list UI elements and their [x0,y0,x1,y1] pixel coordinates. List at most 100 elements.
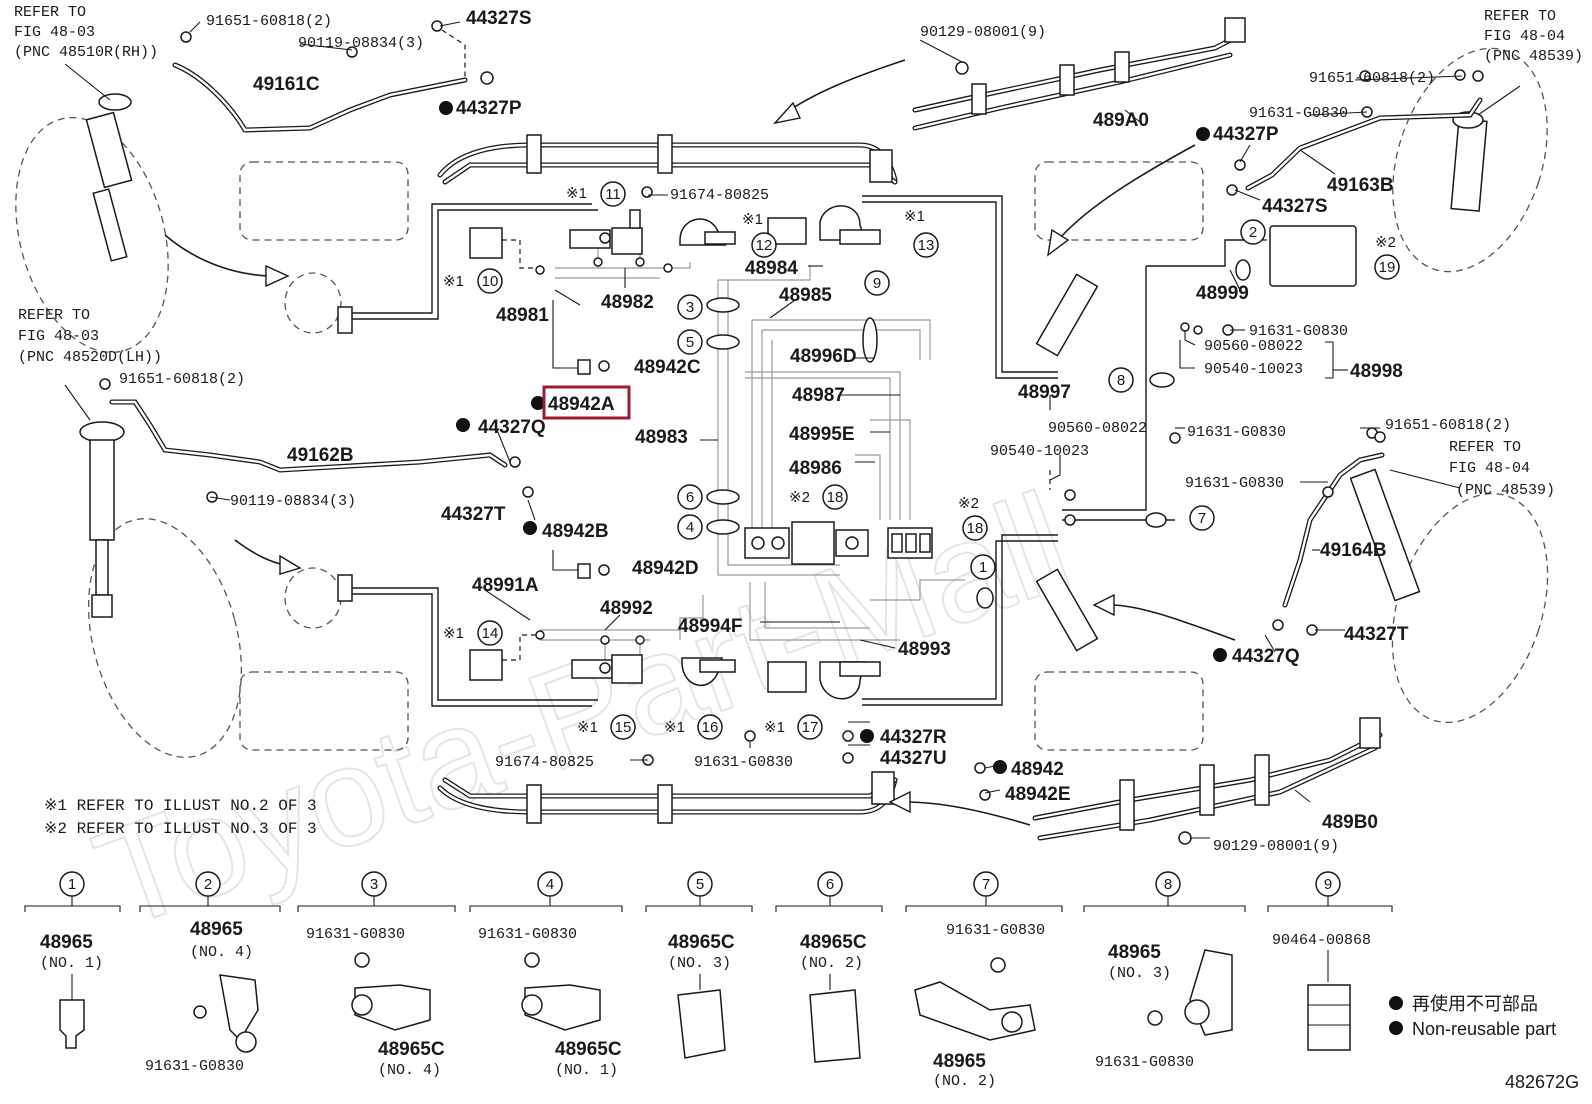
label-44327P-top: 44327P [456,98,522,119]
bottom-panel-7: 7 91631-G0830 48965 (NO. 2) [905,871,1063,1090]
svg-text:(PNC 48539): (PNC 48539) [1484,48,1583,65]
detail-oval-tr [1392,47,1548,273]
svg-text:REFER TO: REFER TO [1484,8,1556,25]
sensor-box-19 [1269,225,1357,287]
svg-text:FIG 48-03: FIG 48-03 [14,24,95,41]
svg-text:8: 8 [1117,372,1125,389]
svg-text:91631-G0830: 91631-G0830 [946,922,1045,939]
label-90129-08001-bottom: 90129-08001(9) [1213,838,1339,855]
svg-text:※1 REFER TO ILLUST NO.2 OF 3: ※1 REFER TO ILLUST NO.2 OF 3 [44,797,317,815]
detail-oval-tl [15,116,169,354]
non-reusable-dots [439,101,1227,774]
refer-block-top-left: REFER TO FIG 48-03 (PNC 48510R(RH)) [14,4,158,61]
svg-text:9: 9 [1324,876,1332,893]
svg-text:※1: ※1 [904,208,925,225]
svg-text:48965: 48965 [40,932,93,953]
link-489A0 [912,17,1246,131]
svg-text:(PNC 48510R(RH)): (PNC 48510R(RH)) [14,44,158,61]
svg-text:18: 18 [967,520,984,537]
label-48942C: 48942C [634,357,701,378]
body-outline-tr [1034,161,1204,241]
label-48986: 48986 [789,458,842,479]
link-489B0 [1032,717,1383,845]
svg-text:※1: ※1 [664,719,685,736]
label-49162B: 49162B [287,445,354,466]
svg-text:(NO. 4): (NO. 4) [190,944,253,961]
label-48992: 48992 [600,598,653,619]
label-48993: 48993 [898,639,951,660]
bottom-panel-6: 6 48965C (NO. 2) [775,871,883,1063]
leader-lines [64,21,1521,839]
svg-text:11: 11 [605,186,621,203]
shock-absorber-tl [85,93,133,262]
svg-text:91631-G0830: 91631-G0830 [145,1058,244,1075]
label-90540-10023-r: 90540-10023 [1204,361,1303,378]
callout-circles [477,181,1400,740]
label-44327U: 44327U [880,748,947,769]
label-90560-08022-c: 90560-08022 [1048,420,1147,437]
bolts [552,70,1484,801]
label-91674-80825-top: 91674-80825 [670,187,769,204]
hydraulic-pipes [352,195,1262,707]
label-48998: 48998 [1350,361,1403,382]
svg-text:16: 16 [702,719,719,736]
shock-absorber-tr [1450,111,1488,212]
legend: 再使用不可部品 Non-reusable part [1389,994,1556,1039]
label-44327R: 44327R [880,727,947,748]
part-labels: 91651-60818(2) 90119-08834(3) 44327S 491… [119,8,1511,855]
body-outline-bl [239,671,409,751]
svg-text:14: 14 [482,625,499,642]
svg-text:6: 6 [686,489,694,506]
svg-text:48965C: 48965C [555,1039,622,1060]
arrow-bottom-right [1092,593,1236,641]
label-48995E: 48995E [789,424,855,445]
svg-text:8: 8 [1164,876,1172,893]
shock-absorber-mid-right [1035,273,1099,652]
svg-text:7: 7 [982,876,990,893]
svg-text:6: 6 [826,876,834,893]
svg-text:(NO. 1): (NO. 1) [555,1062,618,1079]
svg-text:15: 15 [615,719,632,736]
label-91651-60818-tl: 91651-60818(2) [206,13,332,30]
svg-text:5: 5 [686,334,694,351]
frame-bottom-rail [437,771,898,824]
svg-text:(NO. 3): (NO. 3) [1108,965,1171,982]
label-44327T-left: 44327T [441,504,506,525]
arrow-top-center [773,59,906,125]
svg-text:再使用不可部品: 再使用不可部品 [1412,994,1538,1014]
svg-text:※2 REFER TO ILLUST NO.3 OF 3: ※2 REFER TO ILLUST NO.3 OF 3 [44,820,317,838]
svg-text:19: 19 [1379,259,1396,276]
svg-text:(NO. 4): (NO. 4) [378,1062,441,1079]
bottom-panel-4: 4 91631-G0830 48965C (NO. 1) [469,871,623,1079]
svg-text:※1: ※1 [443,625,464,642]
svg-text:13: 13 [918,237,935,254]
svg-text:Non-reusable part: Non-reusable part [1412,1019,1556,1039]
detail-oval-bl [87,518,243,758]
label-91631-G0830-bottom: 91631-G0830 [694,754,793,771]
link-49164B [1272,427,1385,636]
frame-top-rail [437,134,898,185]
arrow-bottom-center [888,790,1031,826]
svg-text:48965C: 48965C [378,1039,445,1060]
refer-block-top-right: REFER TO FIG 48-04 (PNC 48539) [1484,8,1583,65]
arrow-left-lower [234,539,302,575]
label-48996D: 48996D [790,346,857,367]
clamp-ovals [706,259,1251,609]
svg-text:※1: ※1 [443,273,464,290]
label-48942B: 48942B [542,521,609,542]
label-48942E: 48942E [1005,784,1071,805]
label-48994F: 48994F [678,616,742,637]
label-48982: 48982 [601,292,654,313]
label-44327S-top: 44327S [466,8,532,29]
svg-text:18: 18 [827,489,844,506]
svg-text:FIG 48-04: FIG 48-04 [1484,28,1565,45]
detail-oval-br [1391,492,1549,724]
label-91631-G0830-r2: 91631-G0830 [1187,424,1286,441]
label-91674-80825-bottom: 91674-80825 [495,754,594,771]
svg-text:(PNC 48539): (PNC 48539) [1456,482,1555,499]
label-91651-60818-tr: 91651-60818(2) [1309,70,1435,87]
svg-text:4: 4 [546,876,554,893]
refer-block-mid-left: REFER TO FIG 48-03 (PNC 48520D(LH)) [18,307,162,366]
label-44327P-tr: 44327P [1213,124,1279,145]
svg-text:17: 17 [802,719,819,736]
